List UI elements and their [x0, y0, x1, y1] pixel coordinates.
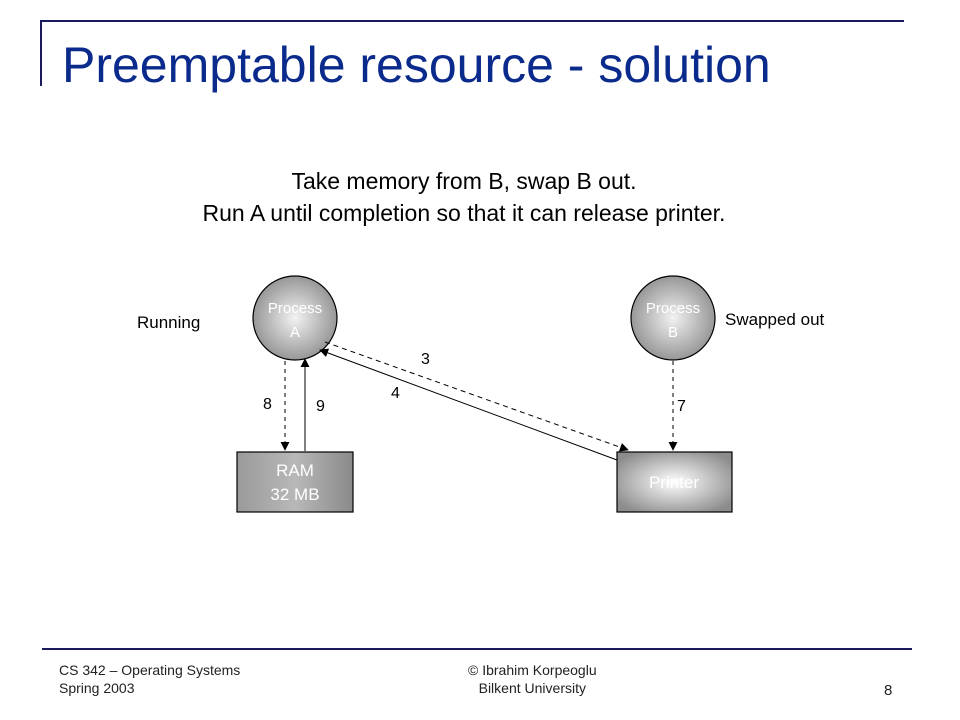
- left-rule: [40, 20, 42, 86]
- printer-node: [616, 451, 733, 513]
- footer-university: Bilkent University: [478, 680, 586, 696]
- state-swapped-out-label: Swapped out: [725, 310, 825, 329]
- bottom-rule: [42, 648, 912, 650]
- footer-term: Spring 2003: [59, 680, 135, 696]
- process-b-label-1: Process: [646, 300, 700, 317]
- page-title: Preemptable resource - solution: [62, 37, 771, 93]
- top-rule: [40, 20, 904, 22]
- footer-author-info: © Ibrahim Korpeoglu Bilkent University: [468, 661, 597, 697]
- printer-label: Printer: [649, 473, 699, 492]
- edge-4-assign-printer: [319, 348, 618, 461]
- process-b-node: [630, 275, 716, 361]
- process-b-label-2: B: [668, 324, 678, 341]
- ram-node: [236, 451, 354, 513]
- ram-label-2: 32 MB: [270, 485, 319, 504]
- subtitle-line-1: Take memory from B, swap B out.: [291, 168, 637, 194]
- process-a-node: [252, 275, 338, 361]
- process-a-label-1: Process: [268, 300, 322, 317]
- edge-label-7: 7: [677, 398, 686, 415]
- page-number: 8: [884, 682, 893, 699]
- edge-label-3: 3: [421, 351, 430, 368]
- footer-author: © Ibrahim Korpeoglu: [468, 662, 597, 678]
- process-a-label-2: A: [290, 324, 300, 341]
- ram-label-1: RAM: [276, 461, 314, 480]
- footer-course: CS 342 – Operating Systems: [59, 662, 241, 678]
- footer-course-info: CS 342 – Operating Systems Spring 2003: [59, 661, 240, 697]
- edge-label-4: 4: [391, 385, 400, 402]
- state-running-label: Running: [137, 313, 201, 332]
- edge-label-8: 8: [263, 396, 272, 413]
- edge-3-request-printer: [324, 341, 629, 452]
- subtitle-line-2: Run A until completion so that it can re…: [202, 200, 726, 226]
- edge-label-9: 9: [316, 398, 325, 415]
